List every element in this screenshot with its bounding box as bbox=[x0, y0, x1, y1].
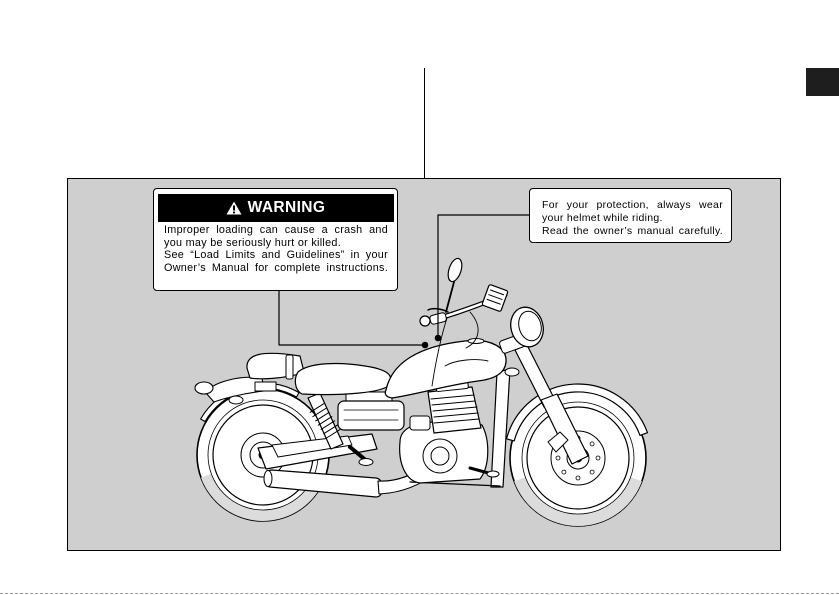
engine-side-cover-center bbox=[431, 447, 449, 465]
warning-header-bar: WARNING bbox=[158, 194, 394, 222]
taillight bbox=[195, 382, 213, 394]
load-warning-label: WARNING Improper loading can cause a cra… bbox=[153, 188, 398, 291]
brake-pedal-pad bbox=[487, 471, 499, 477]
warning-line: you may be seriously hurt or killed. bbox=[164, 237, 388, 250]
carburetor bbox=[410, 416, 430, 430]
warning-title: WARNING bbox=[248, 199, 326, 217]
speedometer bbox=[482, 284, 508, 312]
warning-line: Improper loading can cause a crash and bbox=[164, 224, 388, 237]
warning-line: See “Load Limits and Guidelines” in your bbox=[164, 249, 388, 262]
side-cover-panel bbox=[338, 401, 404, 430]
license-plate-bracket bbox=[255, 382, 276, 391]
warning-body: Improper loading can cause a crash and y… bbox=[164, 224, 388, 274]
engine bbox=[400, 379, 488, 483]
seat-strap bbox=[286, 355, 293, 379]
mirror bbox=[446, 257, 465, 284]
warning-label-location-dot bbox=[422, 342, 428, 348]
helmet-label-line: For your protection, always wear bbox=[542, 199, 723, 212]
rider-seat bbox=[295, 364, 391, 395]
muffler-tip bbox=[264, 471, 272, 487]
helmet-label-body: For your protection, always wear your he… bbox=[542, 199, 723, 238]
helmet-reminder-label: For your protection, always wear your he… bbox=[529, 188, 732, 243]
warning-line: Owner’s Manual for complete instructions… bbox=[164, 262, 388, 275]
mirror-stem bbox=[446, 282, 454, 312]
front-turn-signal bbox=[505, 368, 519, 376]
footpeg bbox=[359, 459, 373, 466]
frame-down-tube bbox=[491, 369, 510, 487]
passenger-seat bbox=[247, 353, 304, 378]
warning-triangle-icon bbox=[226, 201, 242, 215]
helmet-label-line: Read the owner’s manual carefully. bbox=[542, 225, 723, 238]
helmet-label-location-dot bbox=[435, 335, 441, 341]
rear-turn-signal bbox=[229, 396, 243, 404]
bar-end bbox=[420, 316, 430, 326]
side-cover bbox=[338, 401, 404, 430]
speedometer-housing bbox=[482, 284, 508, 312]
cylinder bbox=[428, 387, 481, 433]
warning-label-leader-line bbox=[279, 291, 425, 345]
helmet-label-line: your helmet while riding. bbox=[542, 212, 723, 225]
